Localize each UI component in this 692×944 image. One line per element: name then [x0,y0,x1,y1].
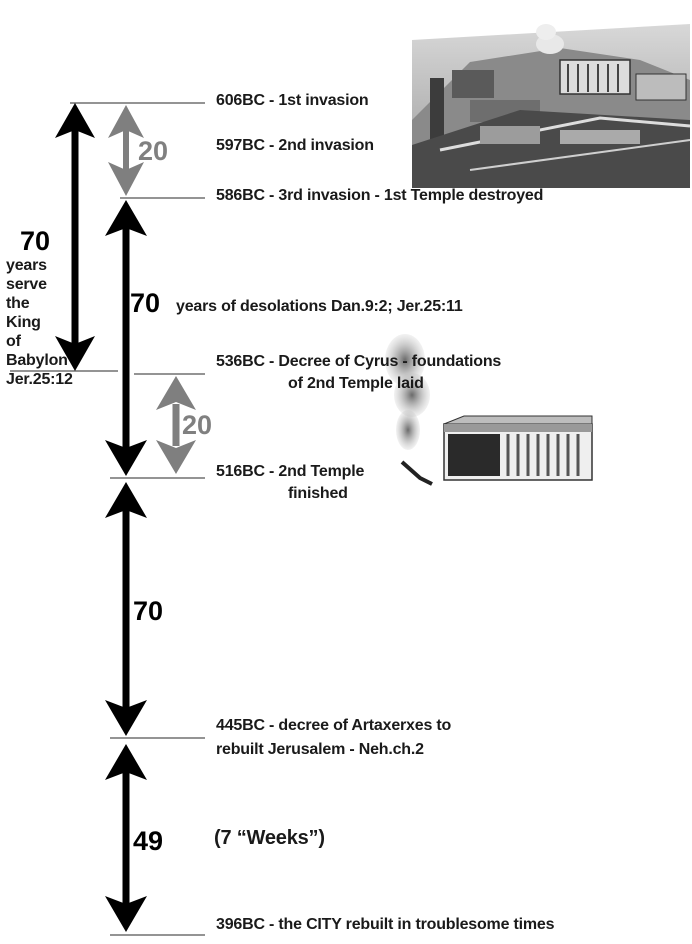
event-445bc-line1: 445BC - decree of Artaxerxes to [216,717,452,734]
event-536bc-line2: of 2nd Temple laid [288,375,424,392]
event-516bc-line2: finished [288,485,348,502]
second-twenty-gray-arrow [156,376,196,474]
third-span-number: 70 [133,596,164,626]
forty-nine-arrow [105,744,147,932]
event-445bc-line2: rebuilt Jerusalem - Neh.ch.2 [216,741,424,758]
serve-text-line: years [6,257,47,274]
serve-text-line: serve [6,276,47,293]
weeks-number: 49 [133,826,164,856]
event-597bc: 597BC - 2nd invasion [216,137,374,154]
event-536bc-line1: 536BC - Decree of Cyrus - foundations [216,353,502,370]
desolations-arrow [105,200,147,476]
desolation-number: 70 [130,288,161,318]
serve-number: 70 [20,226,51,256]
serve-babylon-arrow [55,103,95,371]
serve-text-line: Babylon [6,352,68,369]
serve-text-block: years serve the King of Babylon Jer.25:1… [6,256,73,389]
date-guide-lines [10,102,205,936]
first-gap-number: 20 [138,136,169,166]
serve-text-line: of [6,333,21,350]
event-516bc-line1: 516BC - 2nd Temple [216,463,365,480]
event-586bc: 586BC - 3rd invasion - 1st Temple destro… [216,187,544,204]
event-396bc: 396BC - the CITY rebuilt in troublesome … [216,916,555,933]
ancient-city-illustration [412,24,691,188]
serve-text-line: King [6,314,41,331]
serve-text-line: Jer.25:12 [6,371,73,388]
first-twenty-gray-arrow [108,105,144,196]
desolation-text: years of desolations Dan.9:2; Jer.25:11 [176,298,463,315]
weeks-text: (7 “Weeks”) [214,827,325,849]
second-gap-number: 20 [182,410,213,440]
third-seventy-arrow [105,482,147,736]
second-temple-illustration [385,334,593,486]
serve-text-line: the [6,295,30,312]
event-606bc: 606BC - 1st invasion [216,92,369,109]
